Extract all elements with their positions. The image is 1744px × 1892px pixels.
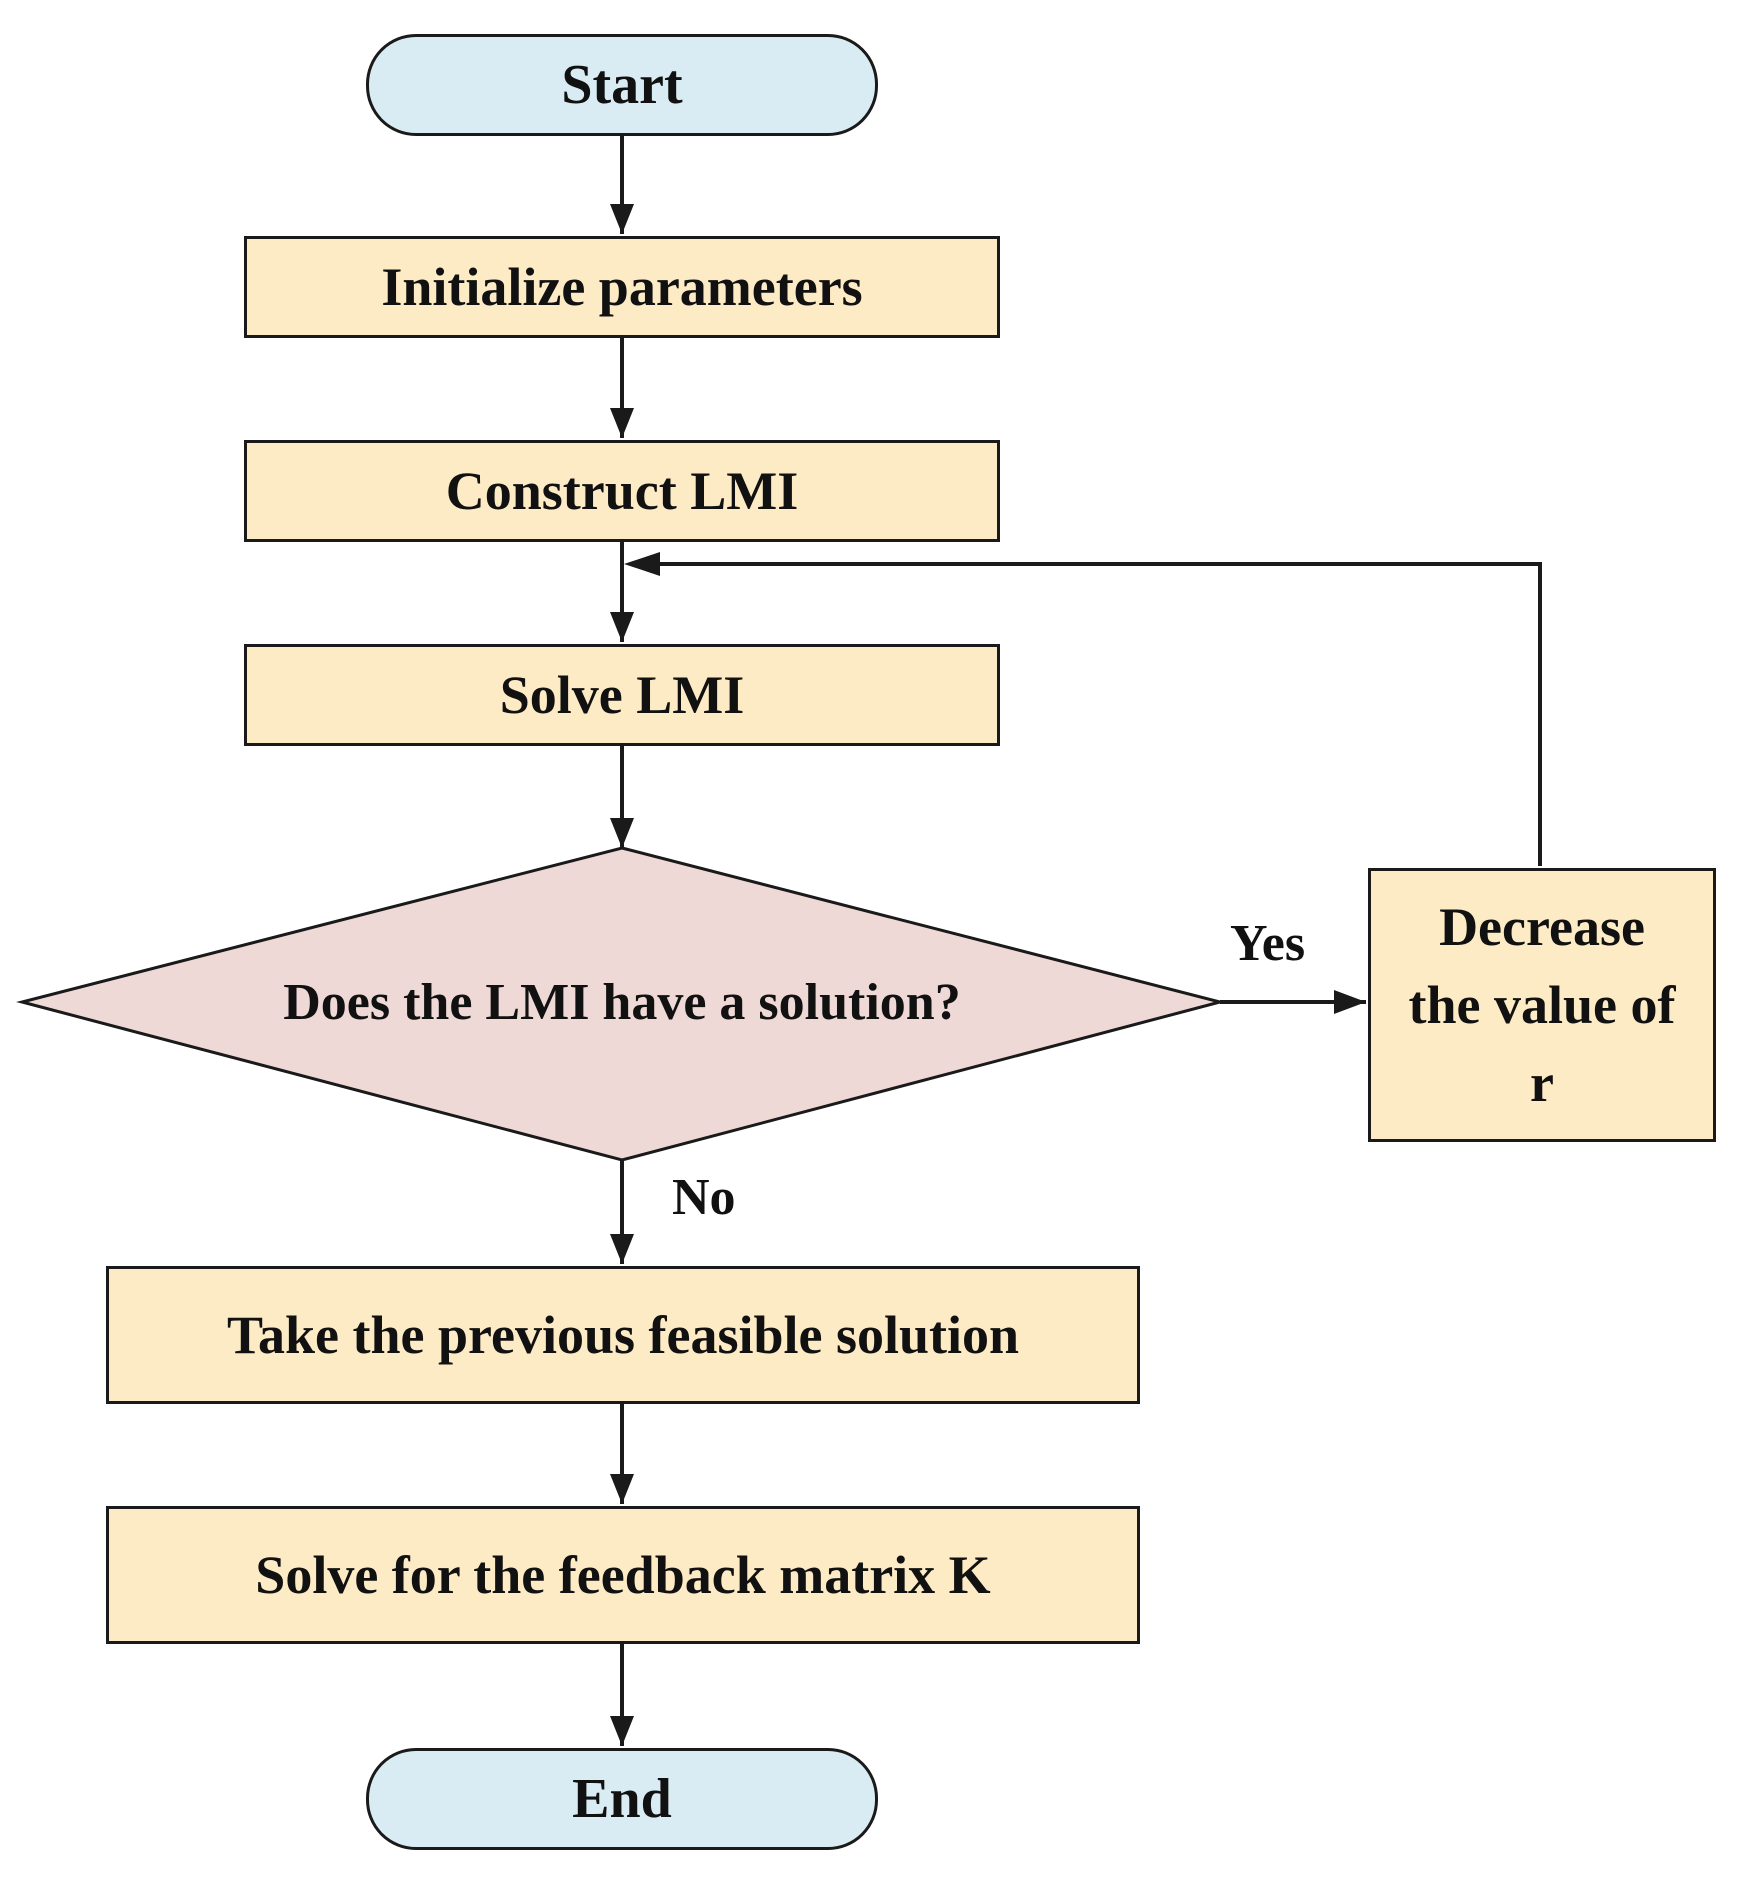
take-previous-solution-box: Take the previous feasible solution xyxy=(106,1266,1140,1404)
arrowhead-init-to-construct xyxy=(610,408,634,438)
initialize-parameters-box: Initialize parameters xyxy=(244,236,1000,338)
start-label: Start xyxy=(561,54,683,116)
end-terminal: End xyxy=(366,1748,878,1850)
arrowhead-solve-to-decision xyxy=(610,818,634,848)
yes-label: Yes xyxy=(1230,915,1306,972)
decision-question-label: Does the LMI have a solution? xyxy=(122,960,1122,1044)
arrowhead-start-to-init xyxy=(610,204,634,234)
initialize-parameters-label: Initialize parameters xyxy=(381,257,863,317)
arrowhead-construct-to-solve xyxy=(610,612,634,642)
decision-question-text: Does the LMI have a solution? xyxy=(283,973,961,1031)
arrowhead-feedback-to-end xyxy=(610,1716,634,1746)
decrease-r-label-line-2: the value of xyxy=(1408,975,1676,1035)
start-terminal: Start xyxy=(366,34,878,136)
arrowhead-take-to-feedback xyxy=(610,1474,634,1504)
solve-lmi-box: Solve LMI xyxy=(244,644,1000,746)
decrease-r-label-line-1: Decrease xyxy=(1439,897,1645,957)
arrowhead-decision-to-decrease xyxy=(1334,990,1366,1014)
solve-feedback-matrix-label: Solve for the feedback matrix K xyxy=(255,1545,991,1605)
solve-feedback-matrix-box: Solve for the feedback matrix K xyxy=(106,1506,1140,1644)
decrease-r-box: Decrease the value of r xyxy=(1368,868,1716,1142)
no-label: No xyxy=(672,1169,736,1226)
construct-lmi-box: Construct LMI xyxy=(244,440,1000,542)
solve-lmi-label: Solve LMI xyxy=(499,665,745,725)
arrowhead-decision-to-take xyxy=(610,1234,634,1264)
take-previous-solution-label: Take the previous feasible solution xyxy=(226,1305,1020,1365)
decrease-r-label-line-3: r xyxy=(1530,1053,1554,1113)
arrow-decrease-loopback xyxy=(630,562,1542,866)
construct-lmi-label: Construct LMI xyxy=(445,461,799,521)
end-label: End xyxy=(572,1768,672,1830)
arrowhead-decrease-loopback xyxy=(624,552,660,576)
